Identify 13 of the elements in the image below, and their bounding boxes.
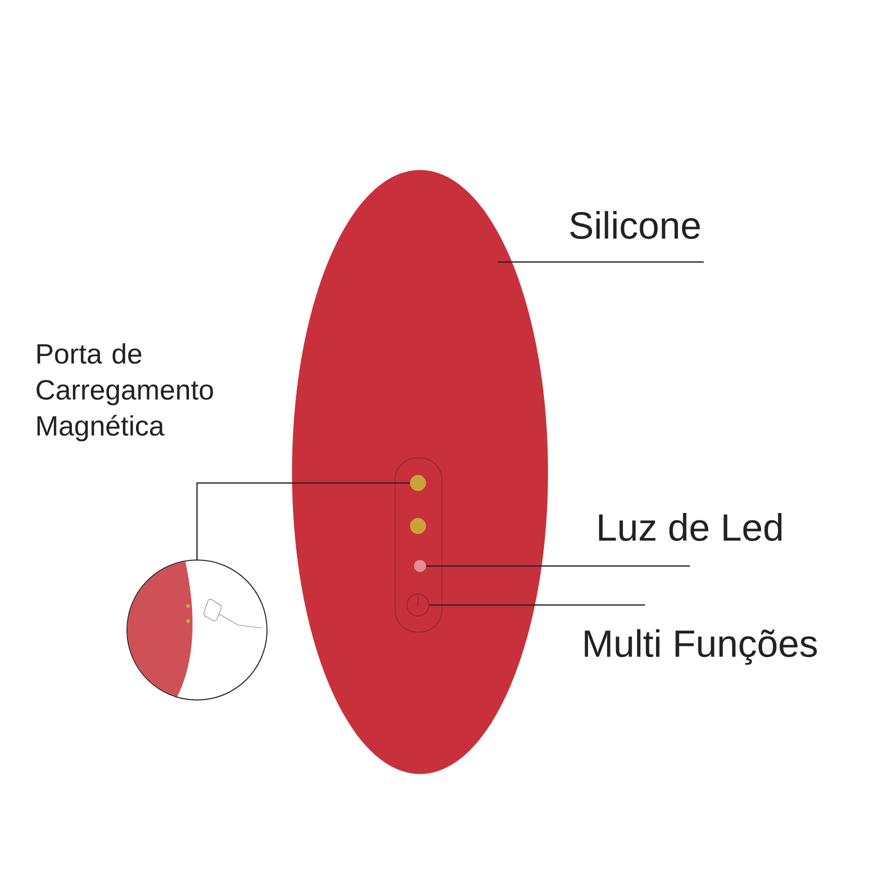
leader-line — [430, 604, 645, 606]
part-label: Porta de Carregamento Magnética — [36, 343, 213, 442]
power-button — [406, 594, 430, 616]
part-label: Silicone — [570, 211, 700, 239]
part-label: Multi Funções — [584, 629, 817, 665]
led-light — [414, 560, 426, 572]
leader-line — [426, 565, 690, 567]
leader-line — [498, 261, 704, 263]
device-drawing — [292, 170, 548, 774]
charging-contact — [410, 475, 426, 491]
inset-drawing — [126, 560, 268, 700]
leader-line — [196, 482, 410, 560]
part-label: Luz de Led — [599, 513, 782, 541]
